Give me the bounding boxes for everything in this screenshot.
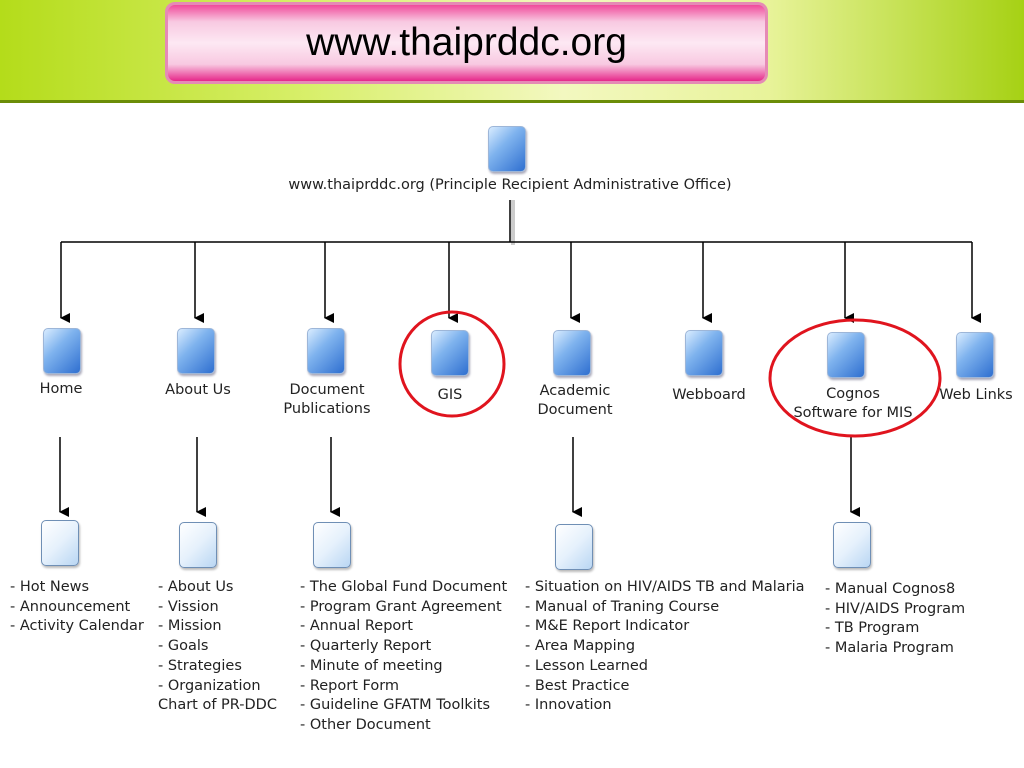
label-line: Document: [289, 382, 365, 398]
page-icon: [488, 126, 526, 172]
page-icon: [43, 328, 81, 374]
list-item: - Malaria Program: [825, 640, 954, 657]
list-item: - Guideline GFATM Toolkits: [300, 697, 491, 714]
list-item: - Mission: [158, 618, 222, 635]
list-item: - Annual Report: [300, 618, 413, 635]
list-item: - Other Document: [300, 716, 431, 733]
branch-label-home: Home: [11, 380, 111, 399]
page-icon: [956, 332, 994, 378]
list-item: - Manual Cognos8: [825, 581, 956, 597]
list-item: - Lesson Learned: [525, 657, 649, 674]
label-line: GIS: [437, 387, 463, 403]
list-item: - Quarterly Report: [300, 638, 432, 655]
list-item: - The Global Fund Document: [300, 579, 508, 595]
list-item: Chart of PR-DDC: [158, 697, 277, 714]
page-icon: [833, 522, 871, 568]
page-icon: [431, 330, 469, 376]
branch-label-webboard: Webboard: [659, 386, 759, 405]
label-line: Web Links: [939, 387, 1013, 403]
list-item: - Best Practice: [525, 677, 630, 694]
list-item: - HIV/AIDS Program: [825, 600, 966, 617]
list-item: - Goals: [158, 638, 209, 655]
page-icon: [553, 330, 591, 376]
list-item: - Hot News: [10, 579, 90, 595]
list-item: - Manual of Traning Course: [525, 598, 720, 615]
cognos-highlight-circle: [768, 318, 942, 438]
list-item: - Situation on HIV/AIDS TB and Malaria: [525, 579, 805, 595]
label-line: Software for MIS: [793, 405, 913, 421]
page-icon: [307, 328, 345, 374]
list-item: - Report Form: [300, 677, 400, 694]
gis-highlight-circle: [398, 310, 506, 418]
page-icon: [313, 522, 351, 568]
list-item: - About Us: [158, 579, 234, 595]
branch-label-gis: GIS: [410, 386, 490, 405]
list-item: - M&E Report Indicator: [525, 618, 690, 635]
cognos-subpage-list: - Manual Cognos8 - HIV/AIDS Program - TB…: [825, 580, 965, 659]
branch-label-document-publications: Document Publications: [266, 381, 388, 419]
label-line: Academic: [539, 383, 611, 399]
list-item: - Innovation: [525, 697, 612, 714]
list-item: - Area Mapping: [525, 638, 636, 655]
label-line: Webboard: [672, 387, 746, 403]
page-icon: [177, 328, 215, 374]
page-title: www.thaiprddc.org: [306, 21, 627, 64]
list-item: - TB Program: [825, 620, 920, 637]
title-box: www.thaiprddc.org: [165, 2, 768, 84]
document-publications-subpage-list: - The Global Fund Document - Program Gra…: [300, 578, 507, 736]
list-item: - Strategies: [158, 657, 242, 674]
page-icon: [41, 520, 79, 566]
academic-document-subpage-list: - Situation on HIV/AIDS TB and Malaria -…: [525, 578, 805, 716]
list-item: - Activity Calendar: [10, 618, 144, 635]
label-line: Home: [39, 381, 83, 397]
branch-label-cognos: Cognos Software for MIS: [785, 385, 921, 423]
list-item: - Vission: [158, 598, 219, 615]
list-item: - Minute of meeting: [300, 657, 443, 674]
header-banner: www.thaiprddc.org: [0, 0, 1024, 103]
page-icon: [555, 524, 593, 570]
label-line: Publications: [283, 401, 371, 417]
branch-label-about-us: About Us: [148, 381, 248, 400]
root-label: www.thaiprddc.org (Principle Recipient A…: [288, 177, 732, 193]
page-icon: [827, 332, 865, 378]
page-icon: [179, 522, 217, 568]
page-icon: [685, 330, 723, 376]
branch-label-web-links: Web Links: [936, 386, 1016, 405]
label-line: Document: [537, 402, 613, 418]
list-item: - Program Grant Agreement: [300, 598, 502, 615]
label-line: About Us: [165, 382, 231, 398]
list-item: - Organization: [158, 677, 261, 694]
branch-label-academic-document: Academic Document: [520, 382, 630, 420]
label-line: Cognos: [826, 386, 880, 402]
home-subpage-list: - Hot News - Announcement - Activity Cal…: [10, 578, 144, 637]
about-us-subpage-list: - About Us - Vission - Mission - Goals -…: [158, 578, 277, 716]
list-item: - Announcement: [10, 598, 131, 615]
